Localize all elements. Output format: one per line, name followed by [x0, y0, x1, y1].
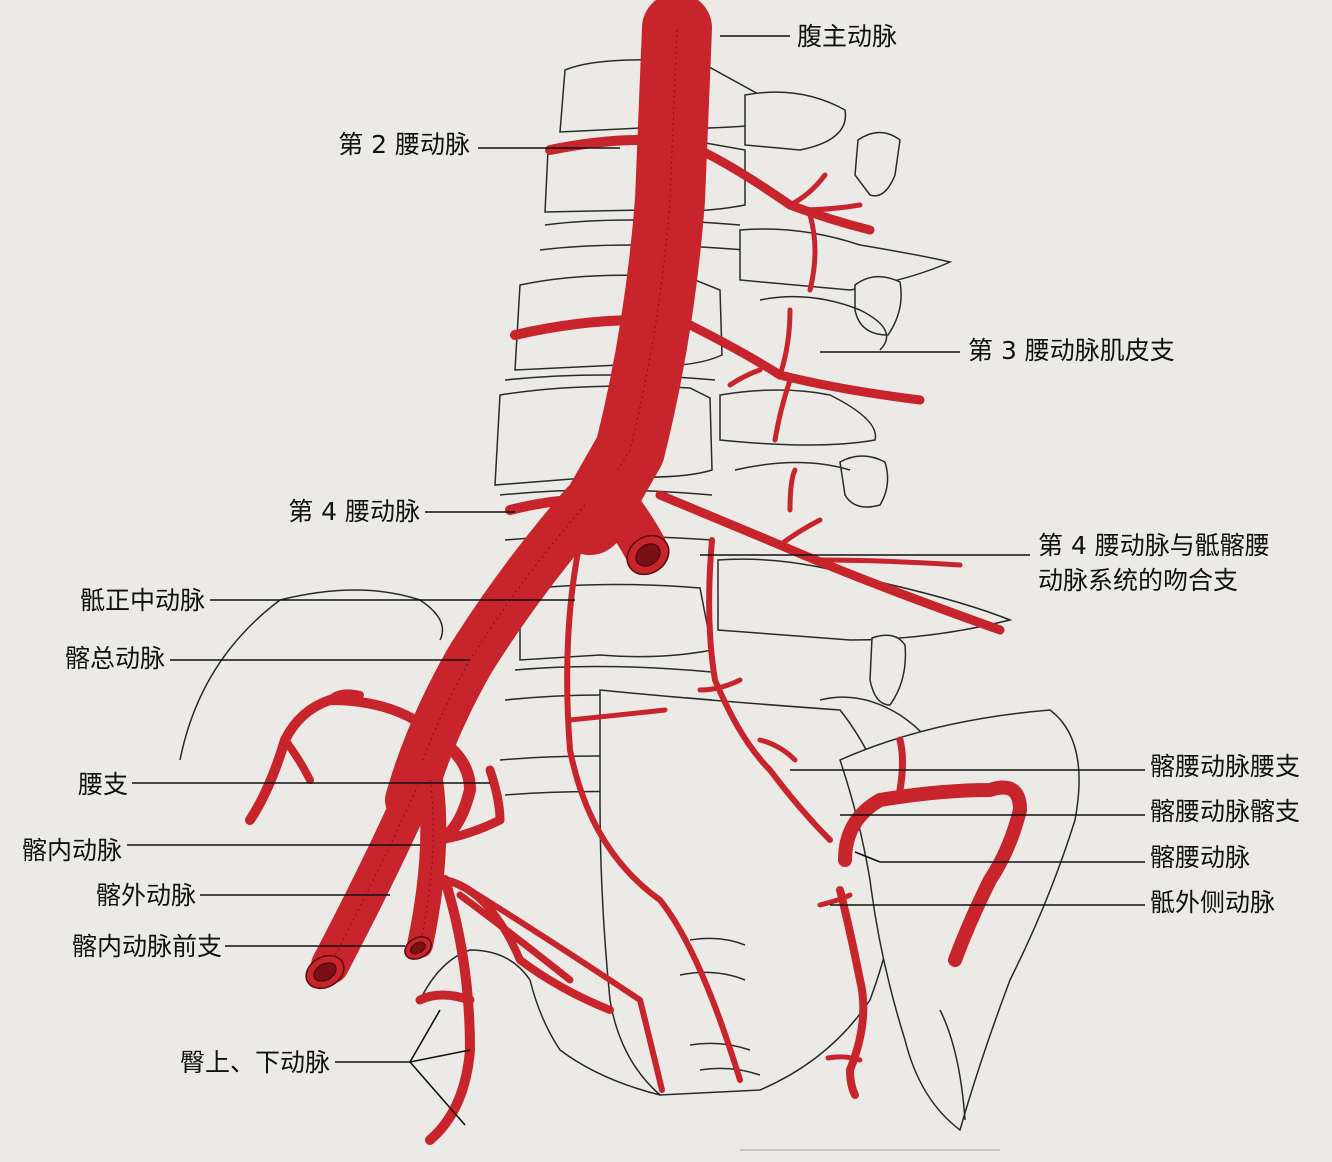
- gluteal-artery-2: [415, 990, 475, 1005]
- internal-iliac-branch-4: [467, 887, 665, 1093]
- lumbar-artery-4-left: [505, 495, 585, 515]
- label-external-iliac-artery: 髂外动脉: [95, 881, 196, 910]
- label-lumbar-artery-4: 第 4 腰动脉: [288, 497, 420, 526]
- label-internal-iliac-artery: 髂内动脉: [21, 836, 122, 865]
- label-gluteal-arteries: 臀上、下动脉: [179, 1048, 330, 1077]
- lumbar-artery-4-right: [655, 490, 1005, 635]
- leader-lines: [127, 35, 1145, 1126]
- lumbar-artery-3-right: [685, 320, 925, 405]
- iliolumbar-artery: [838, 780, 1027, 967]
- external-iliac: [311, 761, 439, 984]
- transverse-process-1: [744, 91, 847, 151]
- vertebral-body-l5: [519, 583, 713, 661]
- internal-iliac: [407, 767, 447, 958]
- transverse-process-4: [717, 558, 1013, 641]
- label-abdominal-aorta: 腹主动脉: [797, 22, 898, 51]
- sacrum-outline: [599, 689, 901, 1096]
- articular-process-4: [869, 634, 907, 706]
- label-anastomosis-line1: 第 4 腰动脉与骶髂腰: [1038, 531, 1270, 560]
- label-internal-iliac-anterior: 髂内动脉前支: [71, 932, 222, 961]
- label-lumbar-artery-2: 第 2 腰动脉: [338, 130, 470, 159]
- label-common-iliac-artery: 髂总动脉: [64, 644, 165, 673]
- label-lumbar-artery-3-branch: 第 3 腰动脉肌皮支: [968, 336, 1175, 365]
- label-iliolumbar-artery: 髂腰动脉: [1150, 843, 1251, 872]
- articular-process-2: [854, 276, 902, 336]
- articular-process-3: [839, 455, 889, 508]
- lumbar-branch: [434, 734, 476, 846]
- transverse-process-2: [739, 228, 953, 291]
- median-sacral-artery: [564, 517, 743, 1083]
- label-median-sacral-artery: 骶正中动脉: [79, 586, 205, 615]
- label-lateral-sacral-artery: 骶外侧动脉: [1150, 888, 1276, 917]
- arteries: [245, 0, 1027, 1145]
- internal-iliac-branch-1: [435, 765, 505, 845]
- label-lumbar-branch: 腰支: [77, 770, 128, 799]
- ilium-outline: [839, 709, 1080, 1132]
- label-iliolumbar-iliac-branch: 髂腰动脉髂支: [1150, 797, 1301, 826]
- anastomosis-vessel: [706, 537, 833, 843]
- lateral-sacral-artery: [836, 886, 868, 1099]
- internal-iliac-branch-3: [456, 891, 574, 984]
- label-iliolumbar-lumbar-branch: 髂腰动脉腰支: [1150, 752, 1301, 781]
- vessel-stumps: [305, 534, 670, 990]
- gluteal-artery-1: [425, 875, 475, 1145]
- label-anastomosis-line2: 动脉系统的吻合支: [1038, 566, 1239, 595]
- articular-process-1: [854, 131, 901, 197]
- iliolumbar-left-branch: [245, 695, 420, 825]
- lumbar-artery-3-left: [510, 315, 645, 340]
- transverse-process-3: [719, 389, 877, 446]
